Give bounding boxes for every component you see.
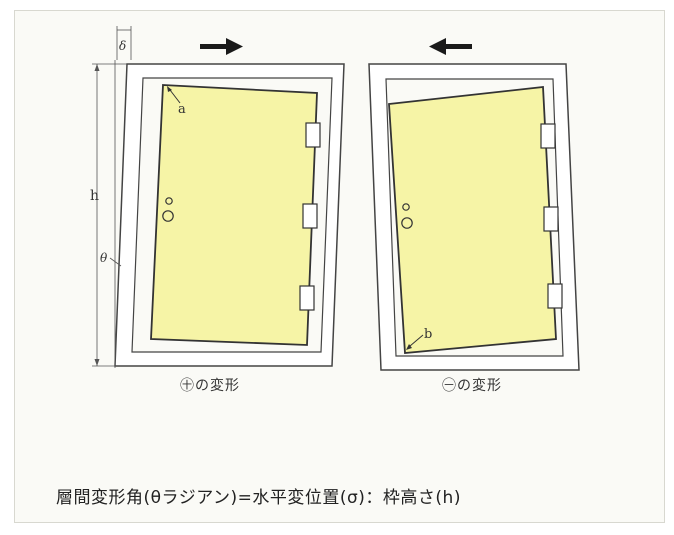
gap-a-label: a [178, 102, 186, 117]
left-pointer-a-head [167, 86, 172, 92]
right-door-assembly [368, 38, 580, 371]
left-hinge-top [305, 122, 321, 148]
left-hinge-middle [302, 203, 318, 229]
right-door-knob [401, 217, 413, 229]
right-pointer-b-head [406, 344, 412, 350]
arrow-left-icon [429, 38, 472, 55]
right-hinge-top [540, 123, 556, 149]
right-caption: ㊀の変形 [442, 378, 502, 394]
right-door-keyhole [402, 203, 410, 211]
left-caption: ㊉の変形 [180, 378, 240, 394]
gap-b-label: b [424, 327, 432, 342]
left-hinge-bottom [299, 285, 315, 311]
arrow-right-icon [200, 38, 243, 55]
formula-footer: 層間変形角(θラジアン)=水平変位置(σ)：枠高さ(h) [56, 488, 461, 508]
left-door-keyhole [165, 197, 173, 205]
left-door-leaf [150, 84, 318, 346]
delta-label: δ [119, 39, 126, 53]
right-door-leaf [388, 86, 557, 354]
right-hinge-bottom [547, 283, 563, 309]
height-label: h [90, 188, 99, 204]
left-door-assembly [114, 38, 345, 367]
left-pointer-a [169, 89, 181, 104]
right-hinge-middle [543, 206, 559, 232]
dimension-lines [92, 26, 132, 368]
right-pointer-b [409, 334, 424, 347]
theta-label: θ [100, 251, 108, 265]
left-door-knob [162, 210, 174, 222]
